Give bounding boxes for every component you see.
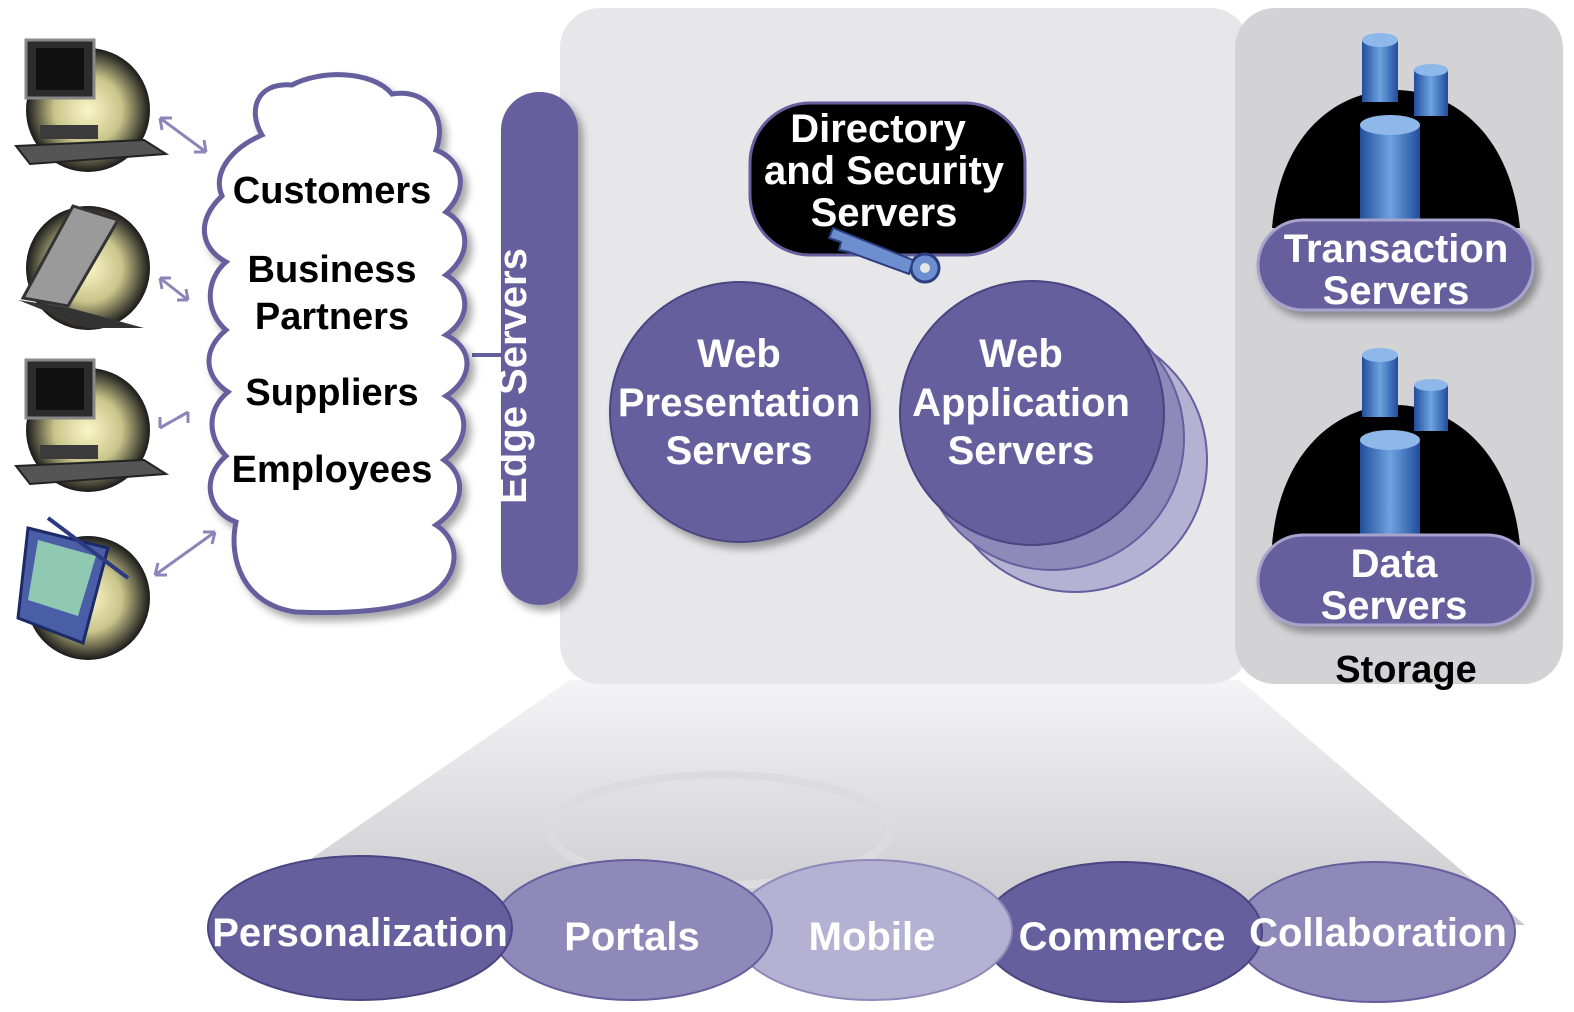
web-application-servers: [899, 280, 1165, 546]
web-presentation-line2: Presentation: [618, 381, 860, 425]
user-cloud: [202, 72, 470, 616]
pda-icon: [16, 516, 150, 660]
cloud-label-customers: Customers: [233, 170, 432, 212]
bidirectional-arrow-icon: [158, 410, 190, 430]
transaction-labels: Transaction Servers: [1284, 227, 1509, 313]
capability-label-mobile: Mobile: [809, 915, 936, 959]
capability-label-portals: Portals: [564, 915, 700, 959]
directory-label-line2: and Security: [764, 149, 1005, 193]
transaction-servers: [1256, 218, 1535, 312]
cloud-label-suppliers: Suppliers: [245, 372, 418, 414]
web-application-line1: Web: [979, 332, 1063, 376]
directory-label-line3: Servers: [811, 191, 958, 235]
capability-label-commerce: Commerce: [1019, 915, 1226, 959]
laptop-icon: [18, 204, 150, 330]
edge-servers-label: Edge Servers: [491, 248, 535, 504]
web-presentation-servers: [609, 281, 871, 543]
capability-labels: Personalization Portals Mobile Commerce …: [212, 911, 1507, 959]
cloud-label-business: Business: [248, 249, 417, 291]
web-application-line3: Servers: [948, 429, 1095, 473]
web-application-labels: Web Application Servers: [912, 332, 1130, 473]
bidirectional-arrow-icon: [158, 276, 190, 302]
transaction-line1: Transaction: [1284, 227, 1509, 271]
web-presentation-line1: Web: [697, 332, 781, 376]
database-icon: [1360, 33, 1448, 245]
edge-servers-bar: [501, 92, 578, 605]
data-servers-line2: Servers: [1321, 584, 1468, 628]
cloud-labels: Customers Business Partners Suppliers Em…: [232, 170, 433, 491]
data-servers-line1: Data: [1351, 542, 1438, 586]
cloud-label-partners: Partners: [255, 296, 409, 338]
client-devices: [14, 38, 170, 660]
data-servers: [1256, 533, 1535, 627]
bidirectional-arrow-icon: [158, 116, 208, 154]
transaction-line2: Servers: [1323, 269, 1470, 313]
client-arrows: [153, 116, 217, 577]
web-presentation-line3: Servers: [666, 429, 813, 473]
directory-labels: Directory and Security Servers: [764, 107, 1005, 235]
key-icon: [827, 226, 941, 284]
desktop-computer-icon: [14, 358, 170, 492]
capability-label-collaboration: Collaboration: [1249, 911, 1507, 955]
web-presentation-labels: Web Presentation Servers: [618, 332, 860, 473]
desktop-computer-icon: [14, 38, 170, 172]
bidirectional-arrow-icon: [153, 530, 217, 577]
web-application-line2: Application: [912, 381, 1130, 425]
directory-label-line1: Directory: [790, 107, 966, 151]
storage-label: Storage: [1335, 649, 1476, 691]
capabilities-row: [207, 855, 1516, 1003]
cloud-label-employees: Employees: [232, 449, 433, 491]
capability-label-personalization: Personalization: [212, 911, 508, 955]
capability-personalization: [207, 855, 513, 1001]
data-servers-labels: Data Servers: [1321, 542, 1468, 628]
